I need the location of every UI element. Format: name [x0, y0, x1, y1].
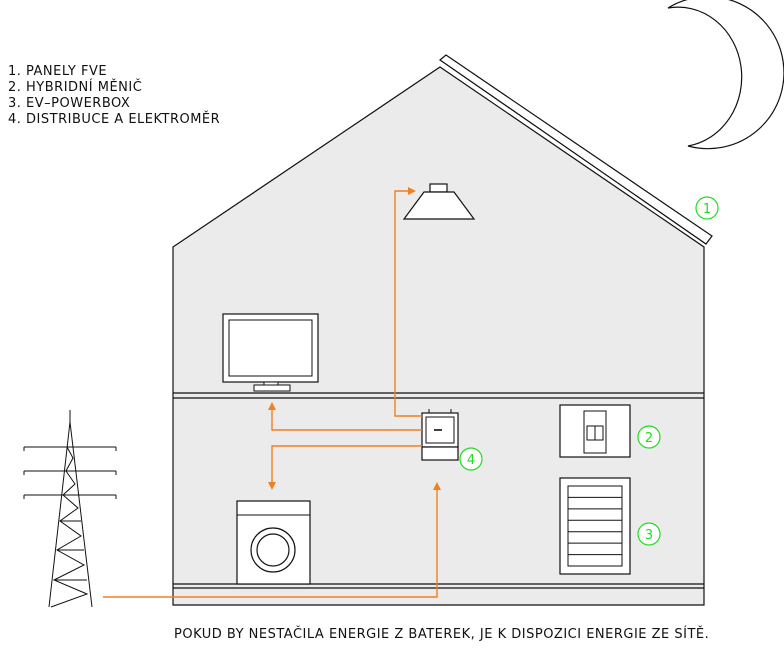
marker-3: 3 [637, 522, 661, 546]
marker-4: 4 [459, 447, 483, 471]
flow-meter-to-tv [271, 408, 422, 431]
power-pylon-icon [23, 410, 117, 608]
flow-grid-to-meter [103, 486, 438, 598]
legend-item-4: 4. DISTRIBUCE A ELEKTROMĚR [8, 112, 221, 127]
legend-item-1: 1. PANELY FVE [8, 64, 108, 79]
distribution-meter-icon [421, 409, 459, 461]
hybrid-inverter-icon [559, 404, 631, 458]
legend-item-2: 2. HYBRIDNÍ MĚNIČ [8, 80, 143, 95]
floor-slab-upper [173, 392, 704, 399]
flow-meter-to-lamp [394, 190, 422, 417]
moon-icon [667, 0, 784, 150]
marker-1: 1 [695, 196, 719, 220]
legend-item-3: 3. EV–POWERBOX [8, 96, 131, 111]
tv-icon [222, 313, 319, 392]
marker-2-label: 2 [645, 431, 653, 446]
flow-meter-to-washer [271, 445, 422, 484]
lamp-icon [402, 183, 476, 220]
marker-1-label: 1 [703, 202, 711, 217]
ev-powerbox-icon [559, 477, 631, 575]
washing-machine-icon [236, 500, 311, 585]
marker-3-label: 3 [645, 528, 653, 543]
legend: 1. PANELY FVE 2. HYBRIDNÍ MĚNIČ 3. EV–PO… [8, 64, 220, 128]
energy-flow-lines [103, 187, 441, 598]
marker-4-label: 4 [467, 453, 475, 468]
house-wall [172, 66, 705, 606]
marker-2: 2 [637, 425, 661, 449]
caption-note: POKUD BY NESTAČILA ENERGIE Z BATEREK, JE… [174, 627, 710, 642]
